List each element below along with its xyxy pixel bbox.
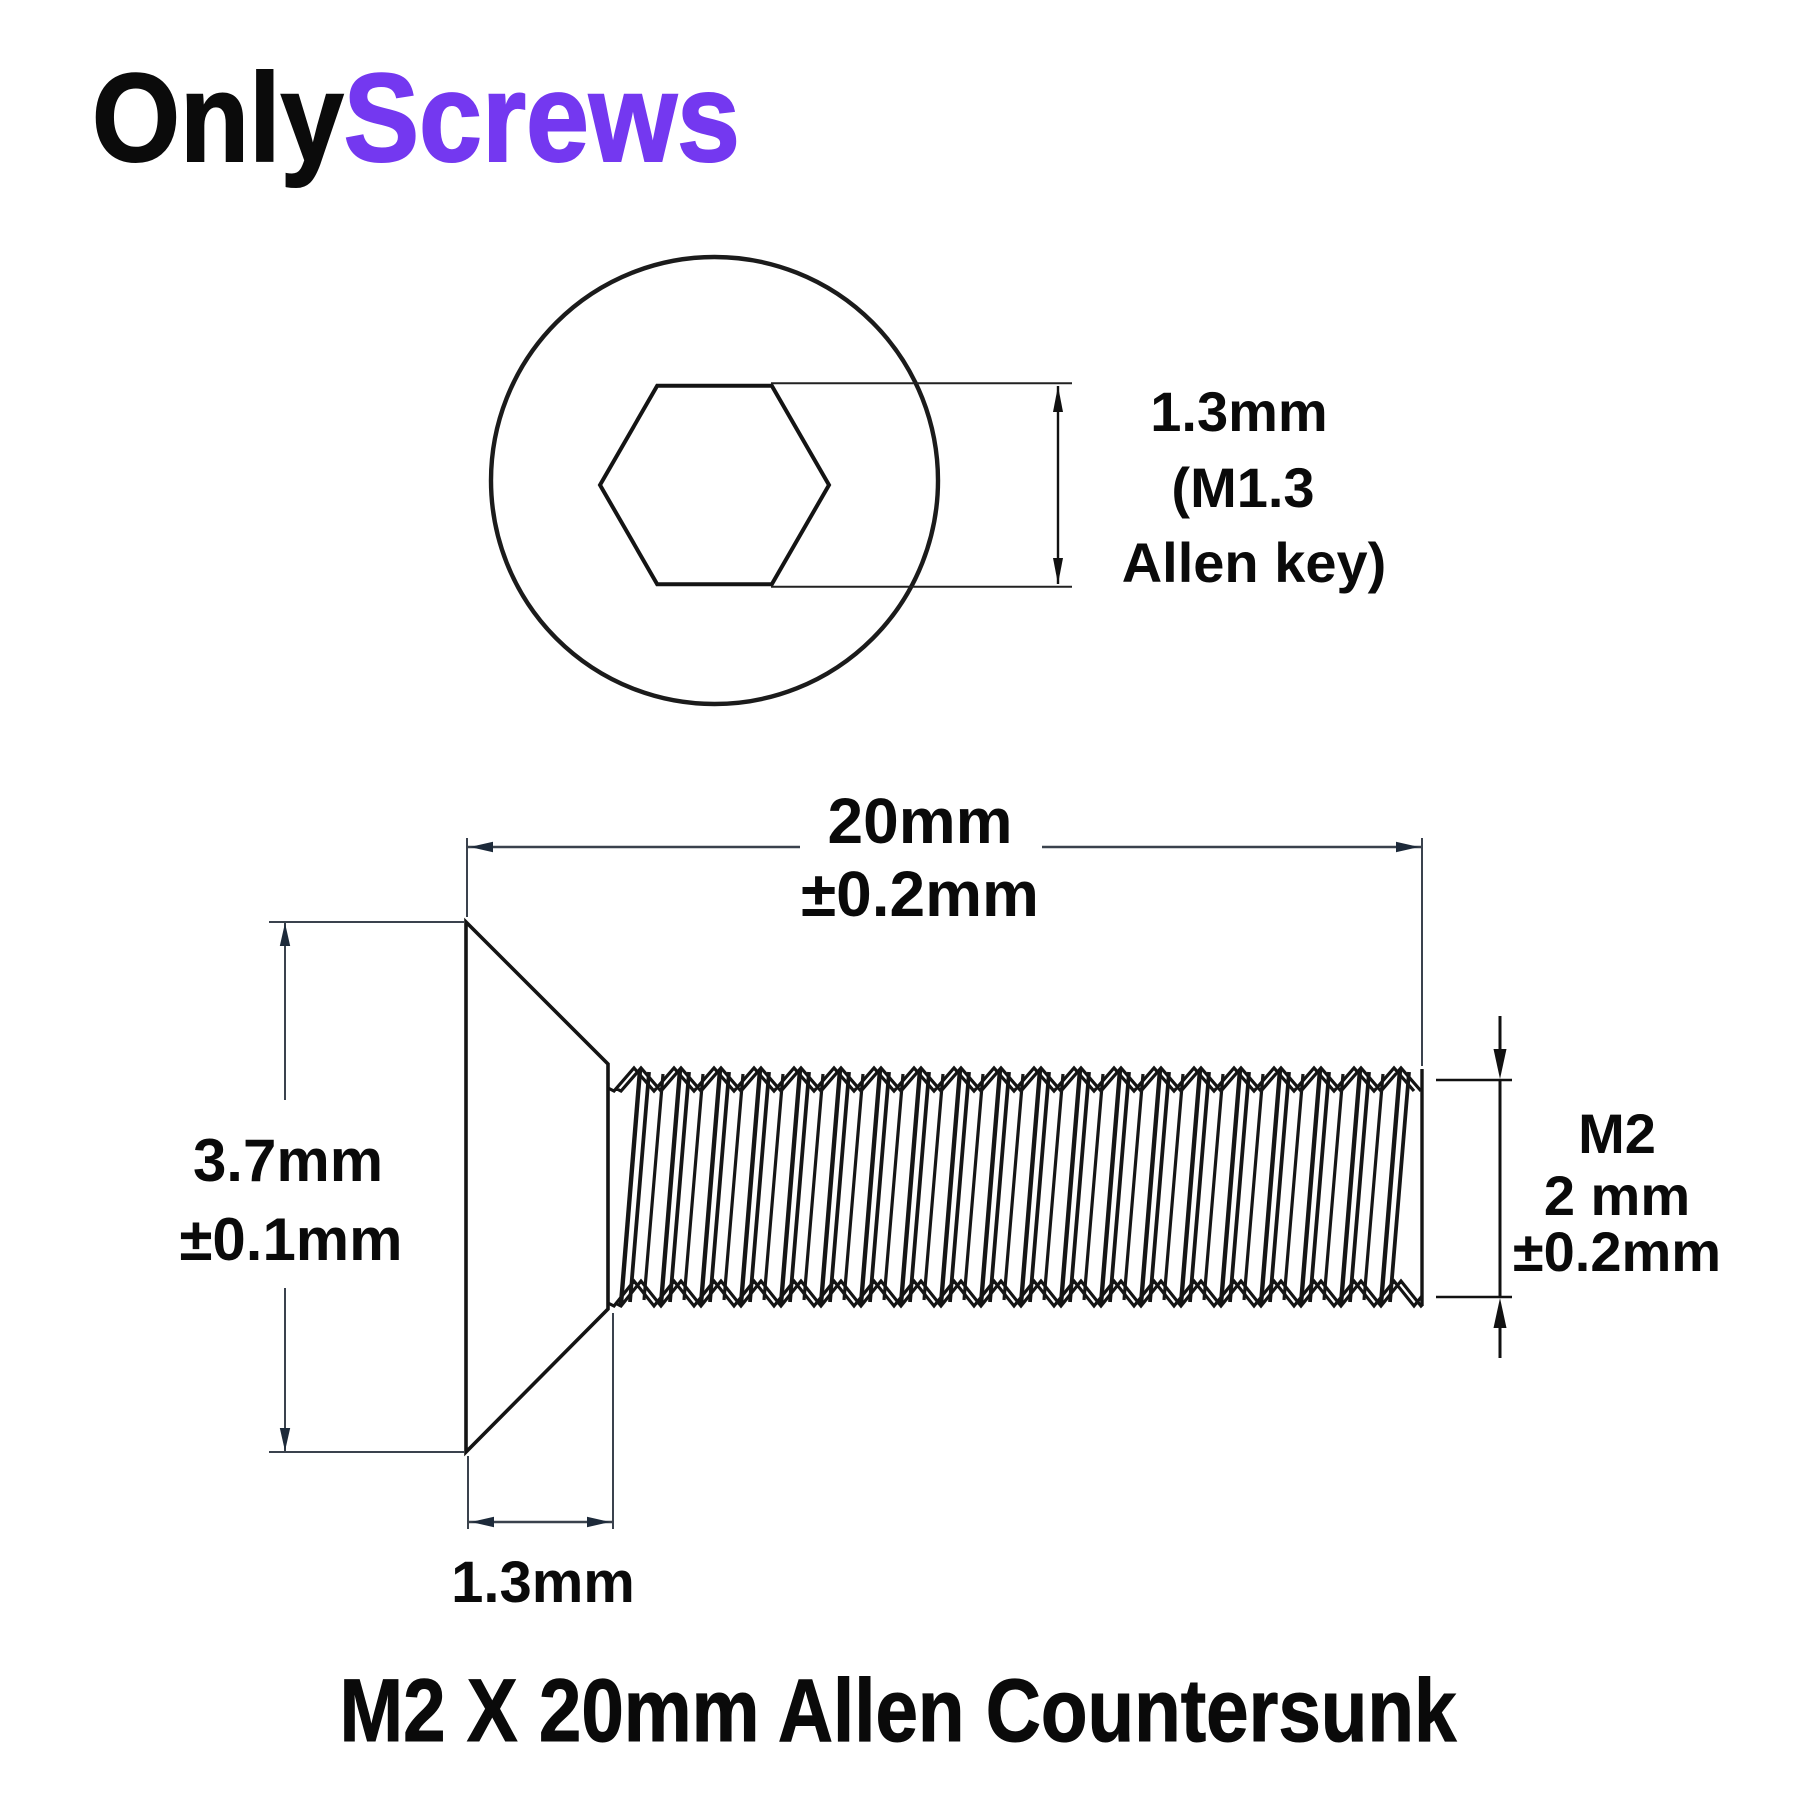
svg-text:1.3mm: 1.3mm: [451, 1550, 635, 1615]
svg-text:(M1.3: (M1.3: [1171, 456, 1314, 519]
svg-text:M2 X 20mm Allen Countersunk: M2 X 20mm Allen Countersunk: [340, 1660, 1457, 1760]
svg-text:Allen key): Allen key): [1122, 531, 1387, 594]
svg-text:M2: M2: [1578, 1102, 1656, 1165]
svg-text:±0.2mm: ±0.2mm: [801, 858, 1039, 930]
svg-text:1.3mm: 1.3mm: [1150, 380, 1327, 443]
svg-text:3.7mm: 3.7mm: [193, 1127, 383, 1194]
svg-text:20mm: 20mm: [828, 785, 1013, 857]
svg-text:OnlyScrews: OnlyScrews: [92, 49, 740, 188]
svg-text:2 mm: 2 mm: [1544, 1164, 1690, 1227]
svg-text:±0.1mm: ±0.1mm: [179, 1206, 402, 1273]
svg-text:±0.2mm: ±0.2mm: [1513, 1220, 1721, 1283]
